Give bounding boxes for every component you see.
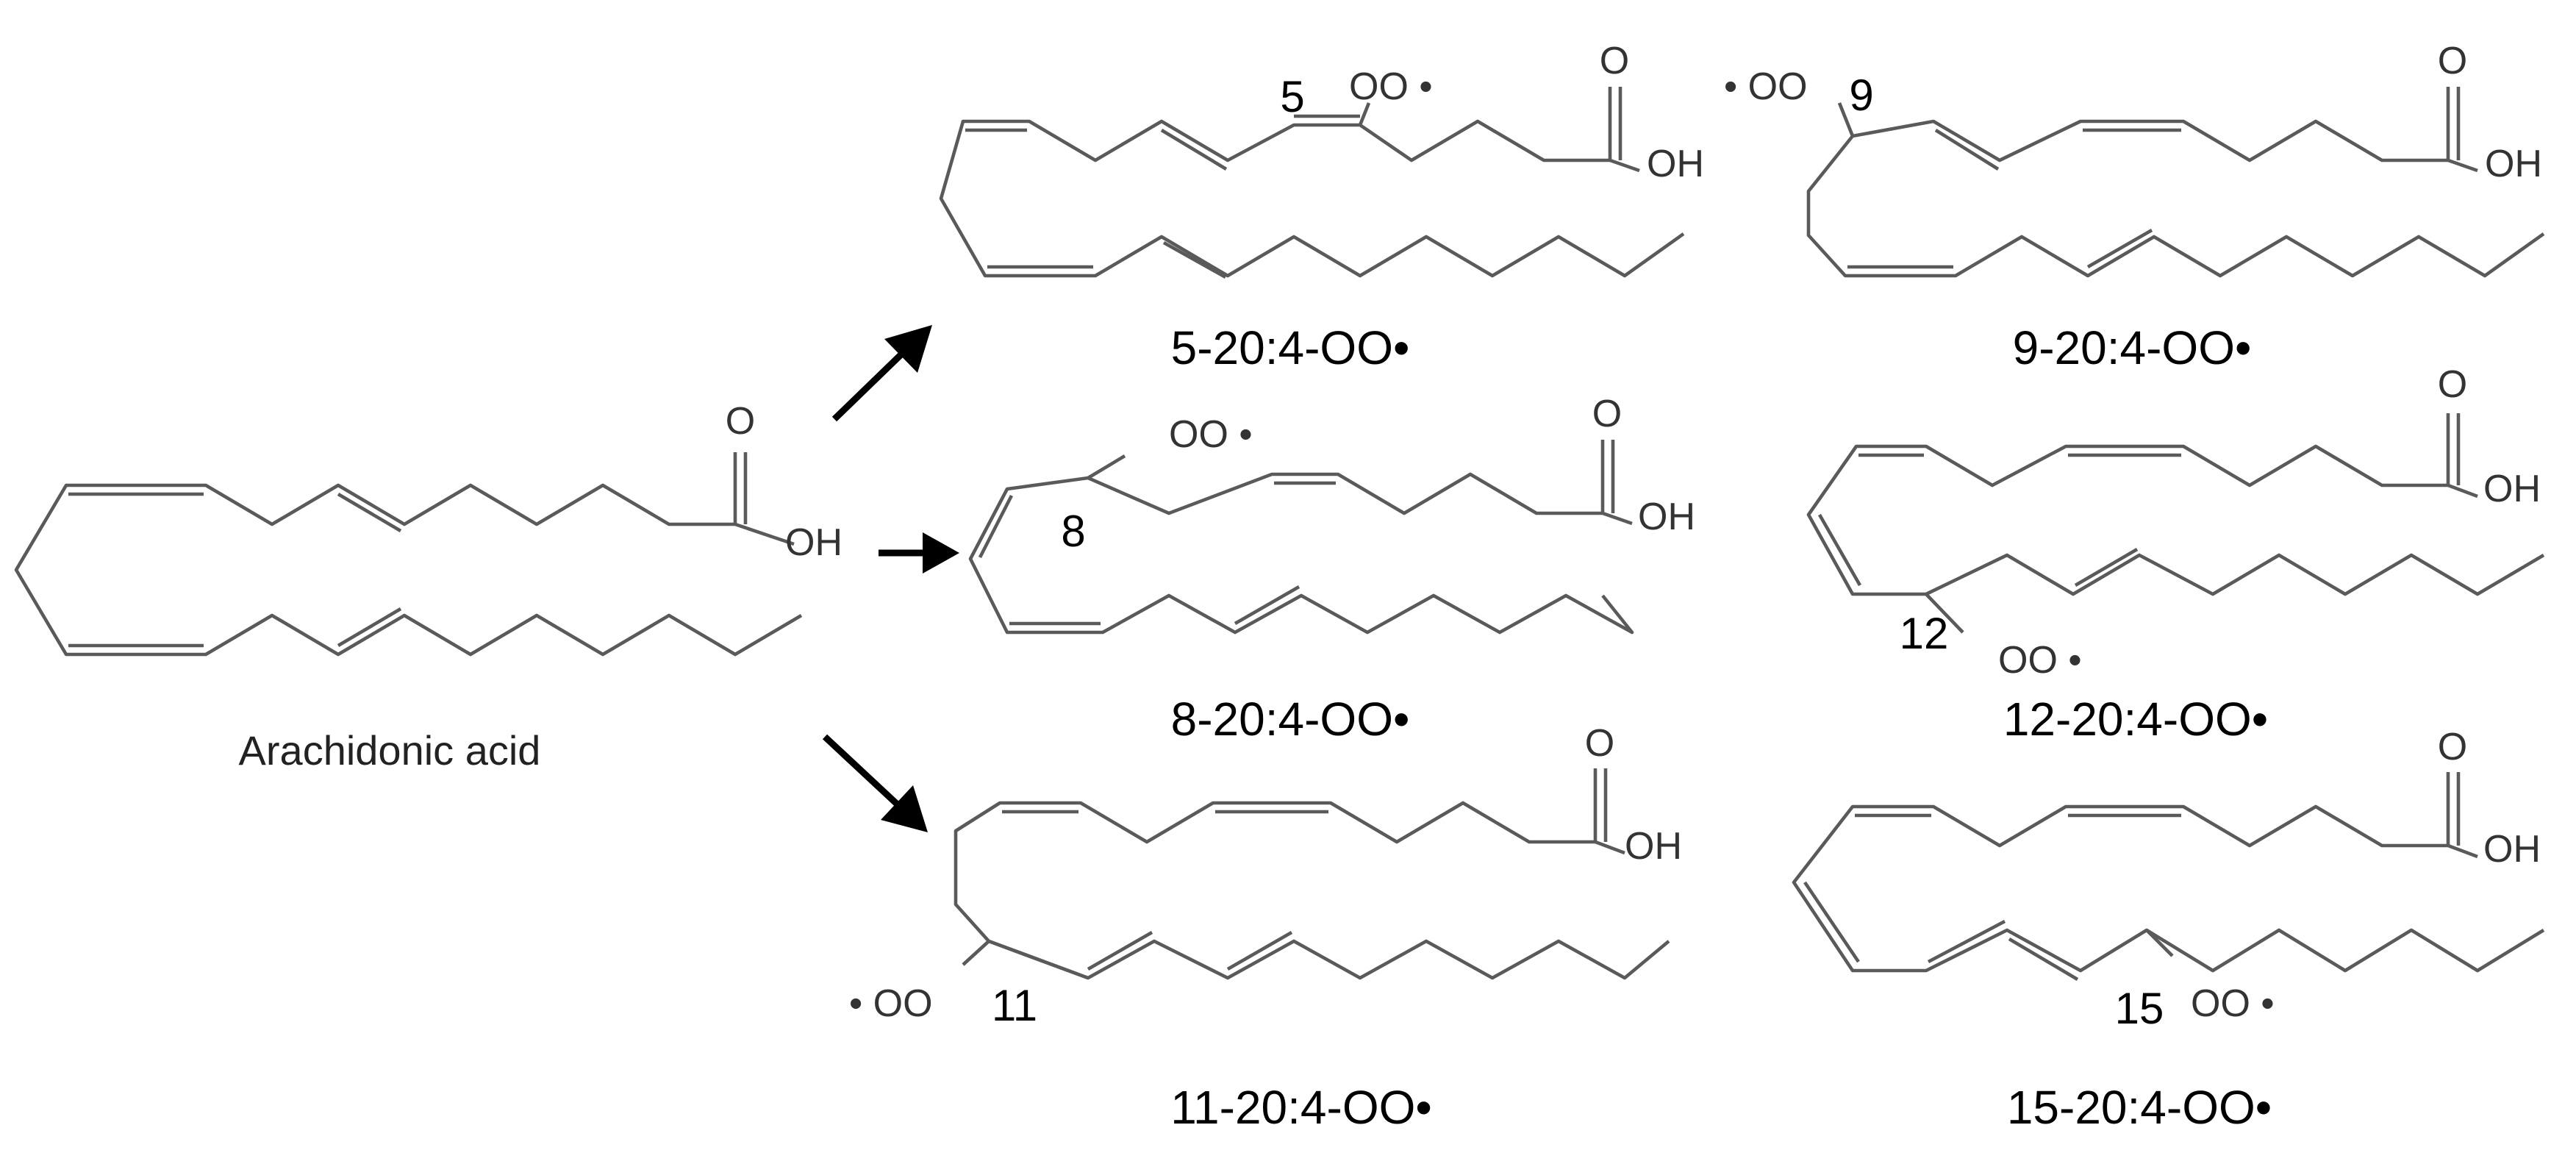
- structure-15-hydroperoxyl: O OH 15 OO •: [1792, 726, 2545, 1033]
- oxygen-label: O: [1600, 40, 1629, 82]
- oxygen-label: O: [2438, 363, 2467, 406]
- caption-15-20-4-OO: 15-20:4-OO•: [2007, 1081, 2272, 1134]
- hydroxyl-label: OH: [2483, 828, 2541, 871]
- oxygen-label: O: [1592, 393, 1622, 435]
- caption-9-20-4-OO: 9-20:4-OO•: [2013, 321, 2252, 374]
- structure-5-hydroperoxyl: O OH 5 OO •: [939, 40, 1704, 279]
- position-number-8: 8: [1061, 507, 1085, 556]
- hydroxyl-label: OH: [1647, 143, 1704, 185]
- oxygen-label: O: [2438, 40, 2467, 82]
- peroxyl-radical-label: OO •: [2191, 982, 2275, 1025]
- oxygen-label: O: [726, 400, 755, 443]
- peroxyl-radical-label: • OO: [849, 982, 933, 1025]
- caption-12-20-4-OO: 12-20:4-OO•: [2003, 693, 2268, 746]
- caption-5-20-4-OO: 5-20:4-OO•: [1171, 321, 1410, 374]
- structure-arachidonic-acid: O OH: [14, 400, 842, 657]
- hydroxyl-label: OH: [785, 521, 842, 564]
- arrow-to-11: [822, 734, 904, 810]
- caption-11-20-4-OO: 11-20:4-OO•: [1170, 1081, 1432, 1134]
- position-number-5: 5: [1280, 72, 1304, 121]
- arrow-head: [881, 785, 928, 832]
- hydroxyl-label: OH: [2485, 143, 2542, 185]
- arrow-to-5: [831, 349, 907, 422]
- position-number-15: 15: [2115, 984, 2164, 1033]
- caption-8-20-4-OO: 8-20:4-OO•: [1171, 693, 1410, 746]
- position-number-12: 12: [1900, 609, 1949, 658]
- peroxyl-radical-label: OO •: [1998, 639, 2082, 682]
- hydroxyl-label: OH: [1638, 496, 1695, 538]
- hydroxyl-label: OH: [1625, 825, 1682, 868]
- structure-9-hydroperoxyl: O OH 9 • OO: [1724, 40, 2545, 278]
- oxygen-label: O: [1585, 722, 1614, 765]
- arrow-head: [884, 325, 932, 373]
- peroxyl-radical-label: OO •: [1169, 413, 1253, 456]
- arachidonic-acid-caption: Arachidonic acid: [239, 727, 541, 774]
- structure-8-hydroperoxyl: O OH 8 OO •: [968, 393, 1695, 635]
- position-number-11: 11: [992, 981, 1037, 1030]
- structure-12-hydroperoxyl: O OH 12 OO •: [1806, 363, 2545, 682]
- reaction-arrows: [822, 325, 959, 832]
- peroxyl-radical-label: • OO: [1724, 65, 1808, 108]
- hydroxyl-label: OH: [2483, 468, 2541, 510]
- peroxyl-radical-label: OO •: [1349, 65, 1433, 108]
- position-number-9: 9: [1849, 71, 1873, 120]
- oxygen-label: O: [2438, 726, 2467, 768]
- structure-11-hydroperoxyl: O OH 11 • OO: [849, 722, 1682, 1030]
- arrow-head: [923, 532, 959, 574]
